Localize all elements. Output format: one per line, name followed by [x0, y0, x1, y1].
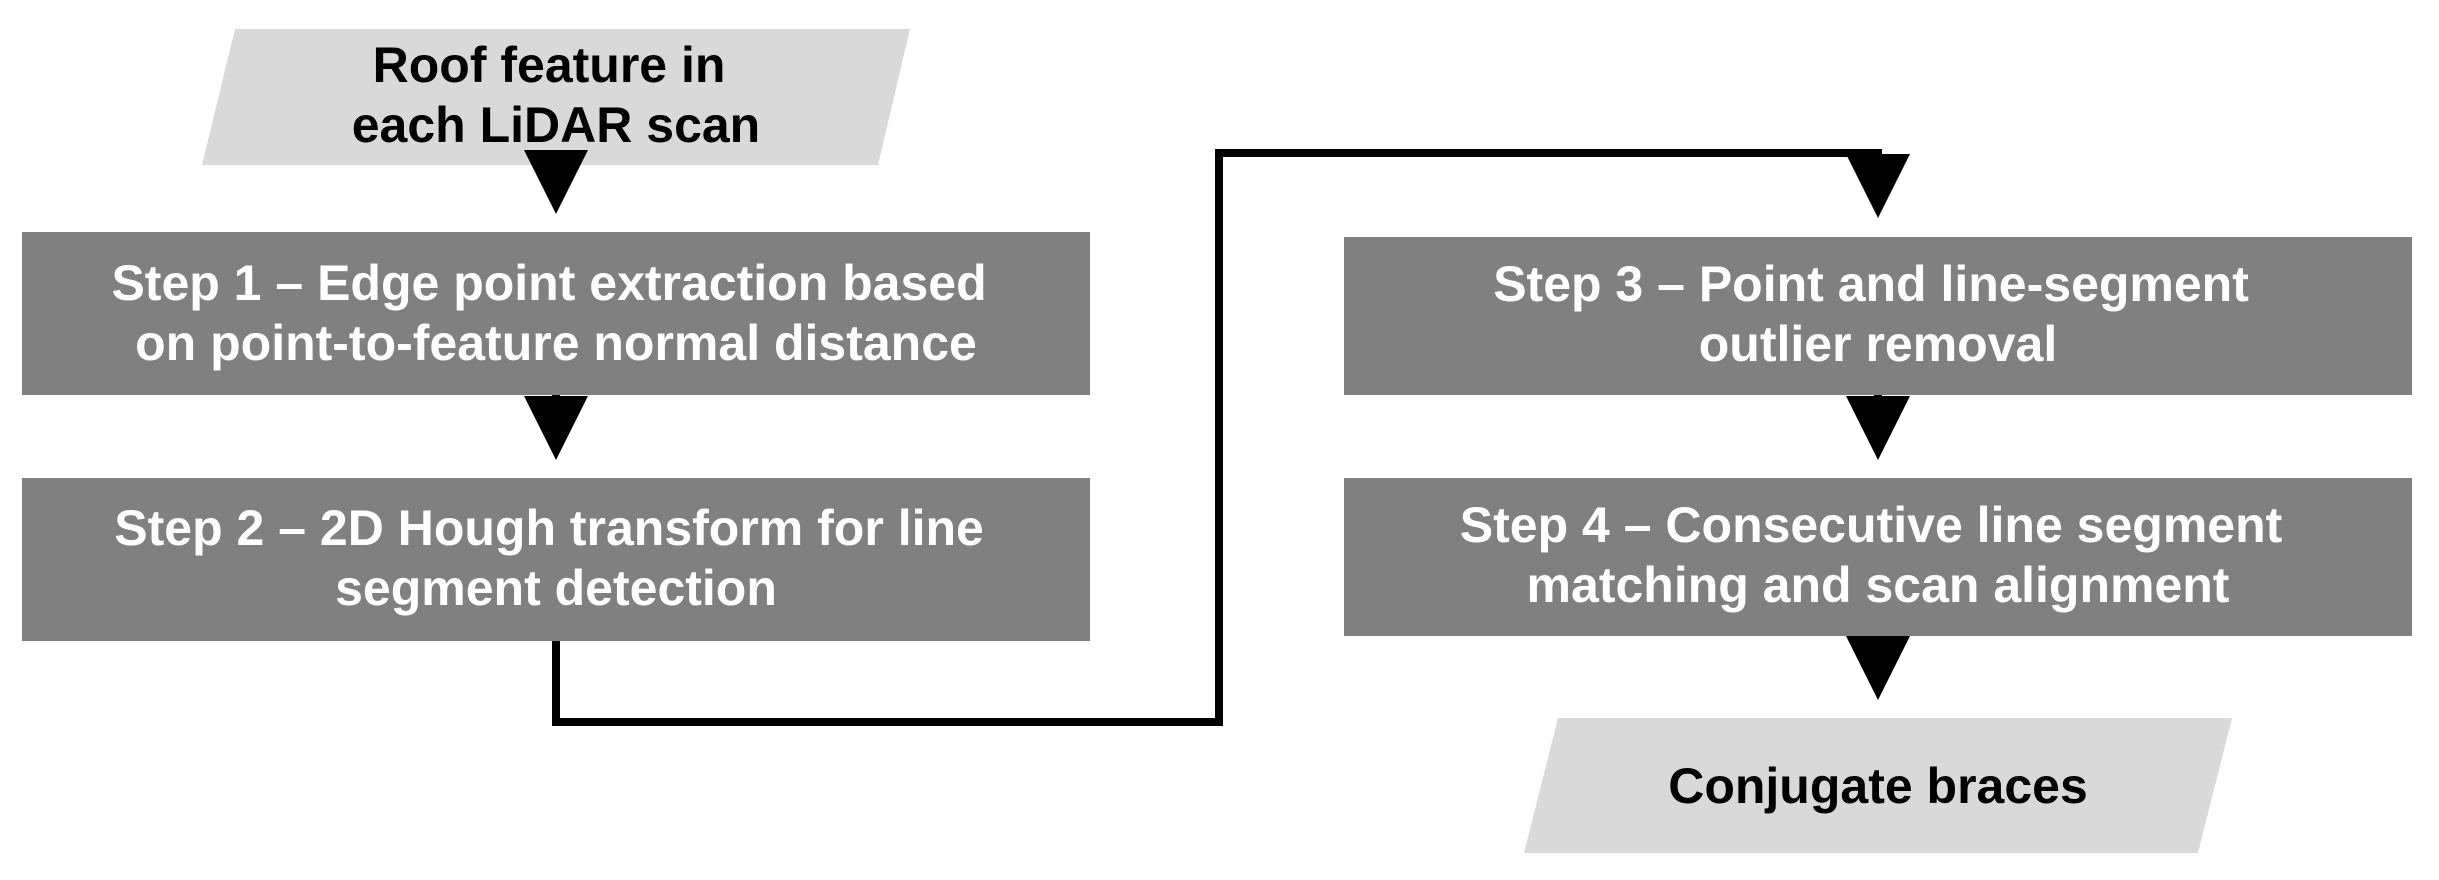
step-2-box [22, 478, 1090, 641]
output-node: Conjugate braces [1524, 718, 2232, 853]
step-2-label-line-1: Step 2 – 2D Hough transform for line [114, 500, 984, 556]
svg-text:Step 3 – Point and line-segmen: Step 3 – Point and line-segment outlier … [1493, 256, 2263, 372]
step-2-label-line-2: segment detection [335, 560, 777, 616]
arrow-step-2-to-step-3 [552, 149, 1910, 726]
step-4-node: Step 4 – Consecutive line segment matchi… [1344, 478, 2412, 636]
output-label: Conjugate braces [1668, 758, 2088, 814]
svg-text:Step 2 – 2D Hough transform fo: Step 2 – 2D Hough transform for line seg… [114, 500, 997, 616]
input-label-line-2: each LiDAR scan [352, 97, 760, 153]
step-4-label-line-2: matching and scan alignment [1527, 557, 2230, 613]
svg-text:Conjugate braces: Conjugate braces [1668, 758, 2088, 814]
svg-text:Roof feature in each LiD: Roof feature in each LiDAR scan [352, 37, 760, 153]
step-4-label-line-1: Step 4 – Consecutive line segment [1460, 497, 2283, 553]
step-1-node: Step 1 – Edge point extraction based on … [22, 232, 1090, 395]
step-3-node: Step 3 – Point and line-segment outlier … [1344, 237, 2412, 395]
input-node: Roof feature in each LiDAR scan [202, 29, 910, 165]
step-3-box [1344, 237, 2412, 395]
step-3-label-line-1: Step 3 – Point and line-segment [1493, 256, 2249, 312]
svg-text:Step 1 – Edge point extraction: Step 1 – Edge point extraction based on … [111, 255, 1000, 371]
input-label-line-1: Roof feature in [373, 37, 726, 93]
step-1-label-line-1: Step 1 – Edge point extraction based [111, 255, 986, 311]
step-2-node: Step 2 – 2D Hough transform for line seg… [22, 478, 1090, 641]
svg-text:Step 4 – Consecutive line segm: Step 4 – Consecutive line segment matchi… [1460, 497, 2296, 613]
connectors [524, 149, 1910, 726]
step-3-label-line-2: outlier removal [1699, 316, 2057, 372]
step-1-label-line-2: on point-to-feature normal distance [135, 315, 977, 371]
step-4-box [1344, 478, 2412, 636]
step-1-box [22, 232, 1090, 395]
output-shape [1524, 718, 2232, 853]
input-shape [202, 29, 910, 165]
